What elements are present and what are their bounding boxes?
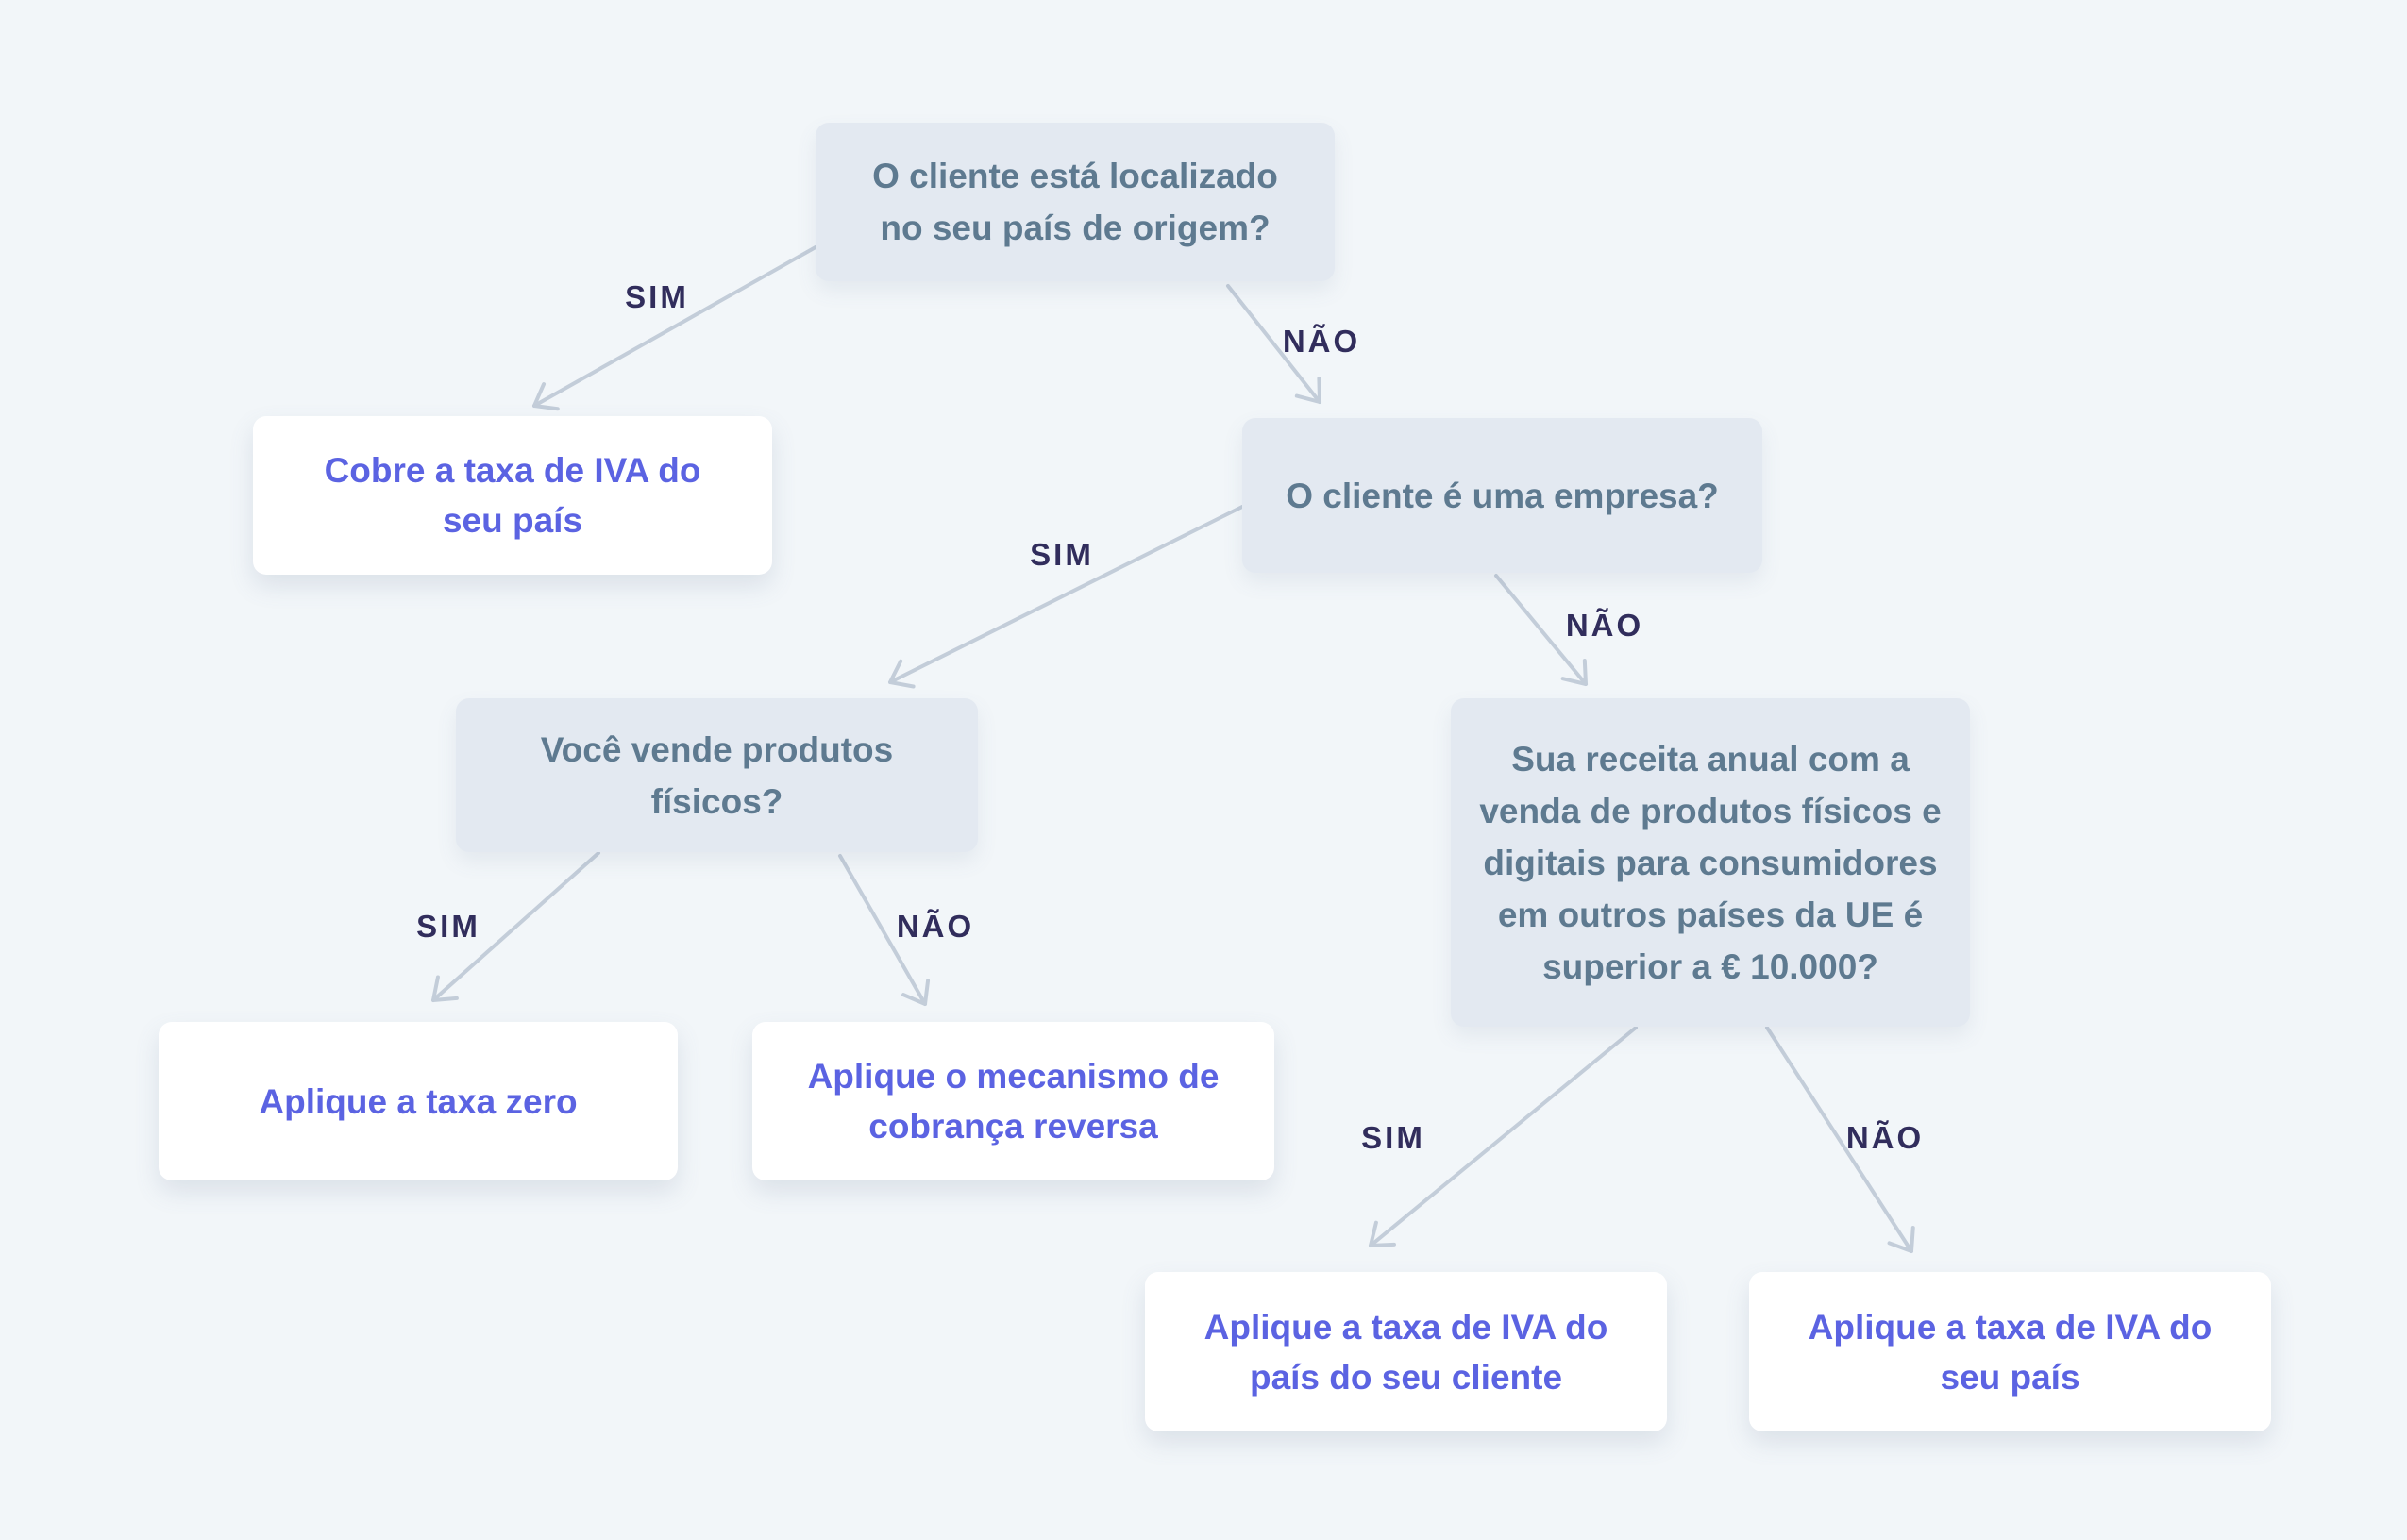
edge-label-q4-a5: NÃO (1845, 1120, 1925, 1155)
answer-node-a3: Aplique o mecanismo de cobrança reversa (752, 1022, 1274, 1180)
edge-label-q2-q3: SIM (1030, 537, 1094, 572)
arrow-q4-to-a4 (1369, 1026, 1638, 1247)
question-node-q1: O cliente está localizado no seu país de … (816, 123, 1335, 281)
node-text-line: venda de produtos físicos e (1479, 791, 1942, 830)
node-text-line: Cobre a taxa de IVA do (324, 451, 701, 490)
arrow-q3-to-a3 (838, 854, 931, 1006)
edge-label-q2-q4: NÃO (1565, 608, 1644, 643)
node-text-line: seu país (1940, 1357, 2080, 1397)
answer-node-a4: Aplique a taxa de IVA do país do seu clie… (1145, 1272, 1667, 1431)
question-node-q3: Você vende produtos físicos? (456, 698, 978, 852)
edge-label-q3-a2: SIM (416, 909, 480, 944)
answer-node-a2: Aplique a taxa zero (159, 1022, 678, 1180)
node-text-line: O cliente é uma empresa? (1286, 476, 1719, 515)
arrow-q2-to-q4 (1494, 574, 1588, 686)
arrow-q2-to-q3 (888, 505, 1244, 689)
arrow-q1-to-q2 (1226, 284, 1321, 404)
question-node-q2: O cliente é uma empresa? (1242, 418, 1762, 573)
edge-label-q4-a4: SIM (1361, 1120, 1425, 1155)
node-text-line: Você vende produtos (540, 729, 894, 769)
edge-label-q3-a3: NÃO (896, 909, 975, 944)
node-text-line: no seu país de origem? (880, 209, 1271, 247)
node-text-line: cobrança reversa (868, 1107, 1158, 1146)
answer-node-a1: Cobre a taxa de IVA do seu país (253, 416, 772, 575)
node-text-line: seu país (442, 501, 583, 540)
answer-node-a5: Aplique a taxa de IVA do seu país (1749, 1272, 2271, 1431)
arrow-q1-to-a1 (532, 245, 817, 411)
node-text-line: superior a € 10.000? (1542, 946, 1878, 986)
node-text-line: Sua receita anual com a (1511, 739, 1910, 778)
node-text-line: Aplique o mecanismo de (807, 1057, 1220, 1096)
node-text-line: Aplique a taxa zero (259, 1081, 578, 1121)
node-text-line: Aplique a taxa de IVA do (1808, 1307, 2213, 1347)
arrow-q4-to-a5 (1765, 1026, 1915, 1253)
edge-label-q1-q2: NÃO (1282, 324, 1361, 359)
node-text-line: físicos? (650, 781, 783, 821)
arrow-q3-to-a2 (431, 851, 600, 1002)
node-text-line: país do seu cliente (1249, 1357, 1563, 1397)
node-text-line: Aplique a taxa de IVA do (1204, 1307, 1608, 1347)
node-text-line: O cliente está localizado (872, 157, 1278, 195)
node-text-line: digitais para consumidores (1483, 843, 1938, 882)
node-text-line: em outros países da UE é (1497, 895, 1924, 934)
edge-label-q1-a1: SIM (625, 279, 689, 314)
question-node-q4: Sua receita anual com a venda de produtos… (1451, 698, 1970, 1027)
